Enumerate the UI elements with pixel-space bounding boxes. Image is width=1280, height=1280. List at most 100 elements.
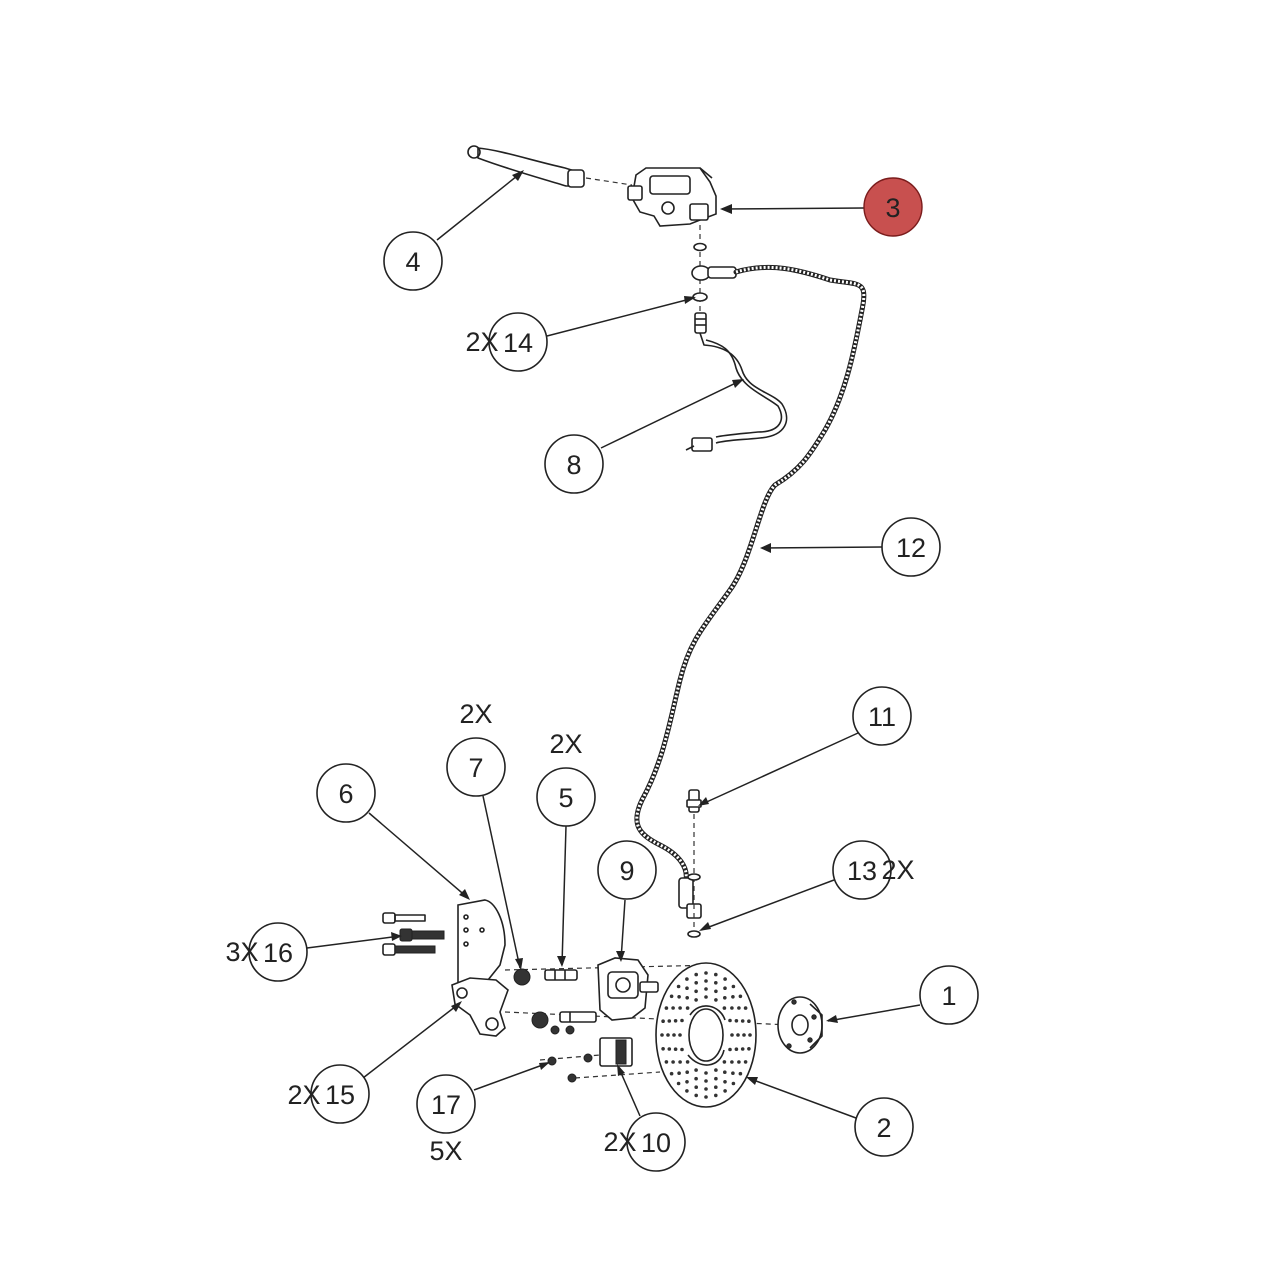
disc-hole	[672, 1033, 676, 1037]
disc-hole	[714, 1076, 718, 1081]
callout-number: 12	[896, 533, 926, 563]
disc-hole	[723, 1080, 727, 1084]
disc-hole	[673, 1019, 678, 1023]
callout-number: 15	[325, 1080, 355, 1110]
part-bolt-upper	[382, 912, 426, 924]
callout-circle	[597, 840, 657, 900]
disc-hole	[740, 1047, 745, 1051]
part-slide-pin-b	[559, 1011, 597, 1023]
disc-hole	[694, 998, 698, 1002]
disc-hole	[678, 1006, 682, 1010]
callout-circle	[316, 763, 376, 823]
disc-hole	[704, 1071, 708, 1075]
disc-hole	[742, 1033, 746, 1037]
disc-hole	[738, 994, 743, 999]
disc-hole	[694, 1068, 698, 1072]
callout-number: 4	[405, 247, 420, 277]
leader-8	[600, 379, 743, 449]
part-mount-plate	[451, 977, 509, 1037]
disc-hole	[704, 979, 708, 983]
leader-15	[362, 1002, 461, 1079]
disc-hole	[714, 1093, 718, 1098]
disc-hole	[667, 1047, 672, 1051]
part-rubber-boot-b	[531, 1011, 549, 1029]
callout-circle	[863, 177, 923, 237]
disc-hole	[666, 1033, 670, 1037]
leader-7	[482, 795, 521, 969]
disc-hole	[714, 981, 718, 985]
callout-circle	[248, 922, 308, 982]
callout-quantity: 3X	[225, 937, 258, 967]
leader-9	[620, 899, 626, 961]
callout-circle	[416, 1074, 476, 1134]
part-caliper	[597, 957, 659, 1021]
disc-hole	[704, 995, 708, 999]
disc-hole	[678, 1033, 682, 1037]
disc-hole	[685, 996, 689, 1000]
callout-circle	[446, 737, 506, 797]
disc-hole	[661, 1047, 665, 1051]
callout-12: 12	[881, 517, 941, 577]
callout-quantity: 2X	[881, 855, 914, 885]
callout-number: 7	[468, 753, 483, 783]
callout-circle	[383, 231, 443, 291]
disc-hole	[704, 971, 708, 975]
callout-number: 2	[876, 1113, 891, 1143]
disc-hole	[723, 977, 727, 981]
leader-6	[368, 812, 469, 899]
disc-hole	[685, 1060, 690, 1064]
disc-hole	[723, 986, 727, 990]
disc-hole	[669, 994, 674, 999]
callout-4: 4	[383, 231, 443, 291]
leader-3	[721, 207, 865, 210]
disc-hole	[669, 1071, 674, 1076]
callout-number: 8	[566, 450, 581, 480]
disc-hole	[714, 1068, 718, 1072]
callout-circle	[626, 1112, 686, 1172]
part-bolt-lower	[382, 943, 436, 956]
leader-17	[473, 1062, 549, 1091]
leader-14	[546, 297, 695, 337]
part-bolt-middle	[399, 928, 445, 942]
disc-hole	[740, 1019, 745, 1023]
part-lower-washer-a	[687, 873, 701, 881]
callout-circle	[919, 965, 979, 1025]
leader-5	[561, 825, 567, 966]
callout-quantity: 2X	[287, 1080, 320, 1110]
leader-1	[827, 1004, 921, 1022]
disc-hole	[723, 1089, 727, 1093]
disc-hole	[736, 1033, 740, 1037]
disc-hole	[728, 1047, 732, 1052]
disc-hole	[671, 1006, 675, 1010]
leader-lines	[306, 170, 921, 1119]
disc-hole	[747, 1019, 751, 1023]
disc-hole	[737, 1006, 741, 1010]
disc-hole	[685, 1070, 689, 1074]
part-master-cylinder	[627, 167, 717, 227]
disc-hole	[714, 998, 718, 1002]
disc-hole	[734, 1047, 739, 1051]
disc-hole	[673, 1047, 678, 1051]
callout-number: 6	[338, 779, 353, 809]
part-brake-disc	[655, 962, 757, 1108]
disc-hole	[664, 1060, 669, 1064]
disc-hole	[723, 996, 727, 1000]
part-slide-pin-a	[544, 969, 578, 981]
callout-number: 16	[263, 938, 293, 968]
part-banjo-fitting	[691, 265, 737, 281]
disc-hole	[685, 1006, 690, 1010]
disc-hole	[730, 1033, 734, 1037]
disc-hole	[734, 1019, 739, 1023]
leader-4	[436, 171, 523, 241]
disc-hole	[722, 1006, 727, 1010]
callout-quantity: 2X	[459, 699, 492, 729]
callout-circle	[536, 767, 596, 827]
disc-hole	[685, 977, 689, 981]
disc-hole	[730, 1006, 734, 1010]
